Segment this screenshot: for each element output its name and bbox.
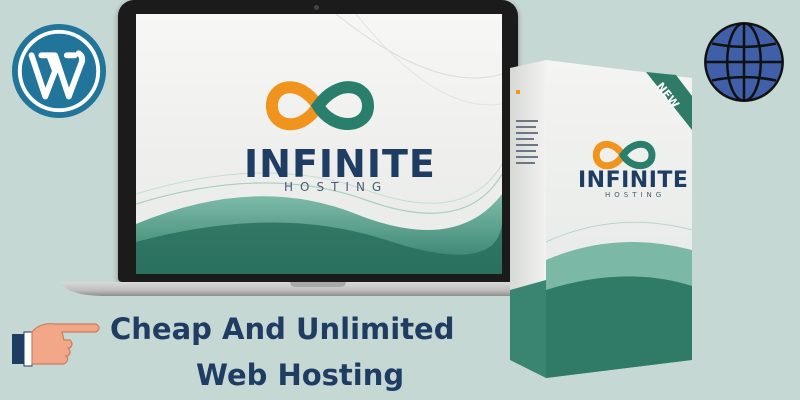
- box-brand-subtitle: HOSTING: [605, 191, 666, 199]
- laptop-display: [136, 14, 502, 274]
- headline-line-1: Cheap And Unlimited: [110, 312, 455, 346]
- laptop-brand-title: INFINITE: [244, 142, 436, 186]
- globe-icon: [704, 22, 784, 102]
- laptop-brand-subtitle: HOSTING: [284, 180, 389, 194]
- infinity-logo-icon: [265, 81, 375, 131]
- box-brand-title: INFINITE: [578, 168, 689, 193]
- headline-line-2: Web Hosting: [196, 358, 405, 392]
- wordpress-logo-icon: [11, 23, 107, 119]
- laptop-camera: [314, 5, 319, 10]
- box-infinity-logo-icon: [592, 140, 656, 170]
- laptop-notch: [290, 282, 346, 287]
- product-box: [510, 60, 693, 378]
- laptop-display-waves: [136, 14, 502, 274]
- laptop-base: [62, 282, 574, 296]
- pointing-hand-icon: [12, 323, 100, 367]
